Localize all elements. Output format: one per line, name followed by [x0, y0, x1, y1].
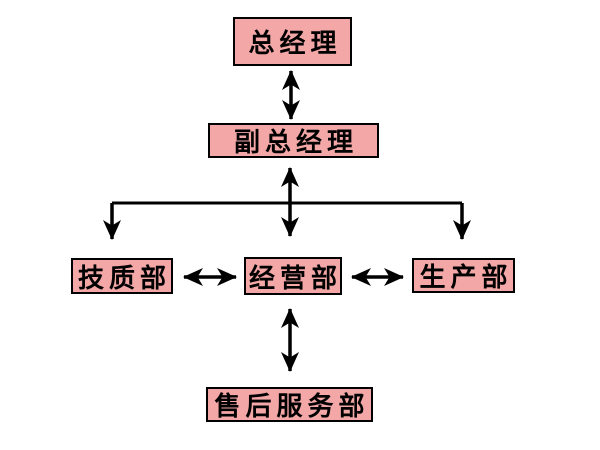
node-operations-dept: 经营部: [244, 257, 342, 295]
edge-dgm-branch-rail: [103, 201, 471, 240]
node-general-manager: 总经理: [233, 17, 352, 66]
node-deputy-general-manager: 副总经理: [208, 123, 379, 158]
node-tech-quality-dept: 技质部: [71, 258, 173, 294]
node-after-sales-service-dept: 售后服务部: [206, 387, 373, 422]
node-production-dept: 生产部: [412, 258, 515, 293]
